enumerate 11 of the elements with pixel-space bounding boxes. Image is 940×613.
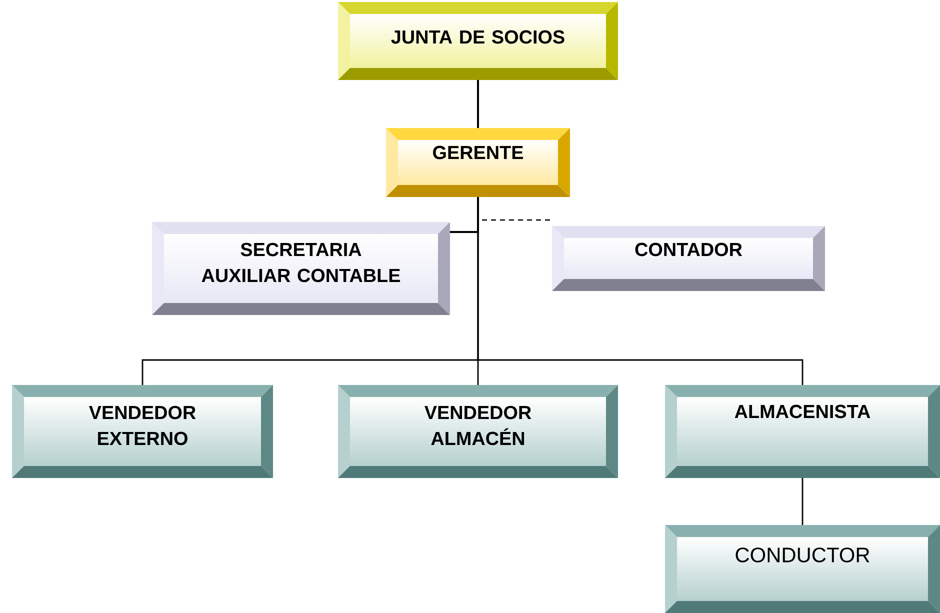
- org-box: VENDEDOR ALMACÉN: [338, 385, 618, 478]
- connector-line: [477, 80, 479, 128]
- org-box: ALMACENISTA: [665, 385, 940, 478]
- org-box: CONDUCTOR: [665, 525, 940, 613]
- connector-line: [477, 197, 804, 385]
- org-box: JUNTA DE SOCIOS: [338, 2, 618, 80]
- connector-line: [802, 478, 804, 525]
- org-box: GERENTE: [386, 128, 570, 197]
- org-box: SECRETARIA AUXILIAR CONTABLE: [152, 222, 450, 315]
- org-box: CONTADOR: [552, 226, 825, 291]
- org-box: VENDEDOR EXTERNO: [12, 385, 273, 478]
